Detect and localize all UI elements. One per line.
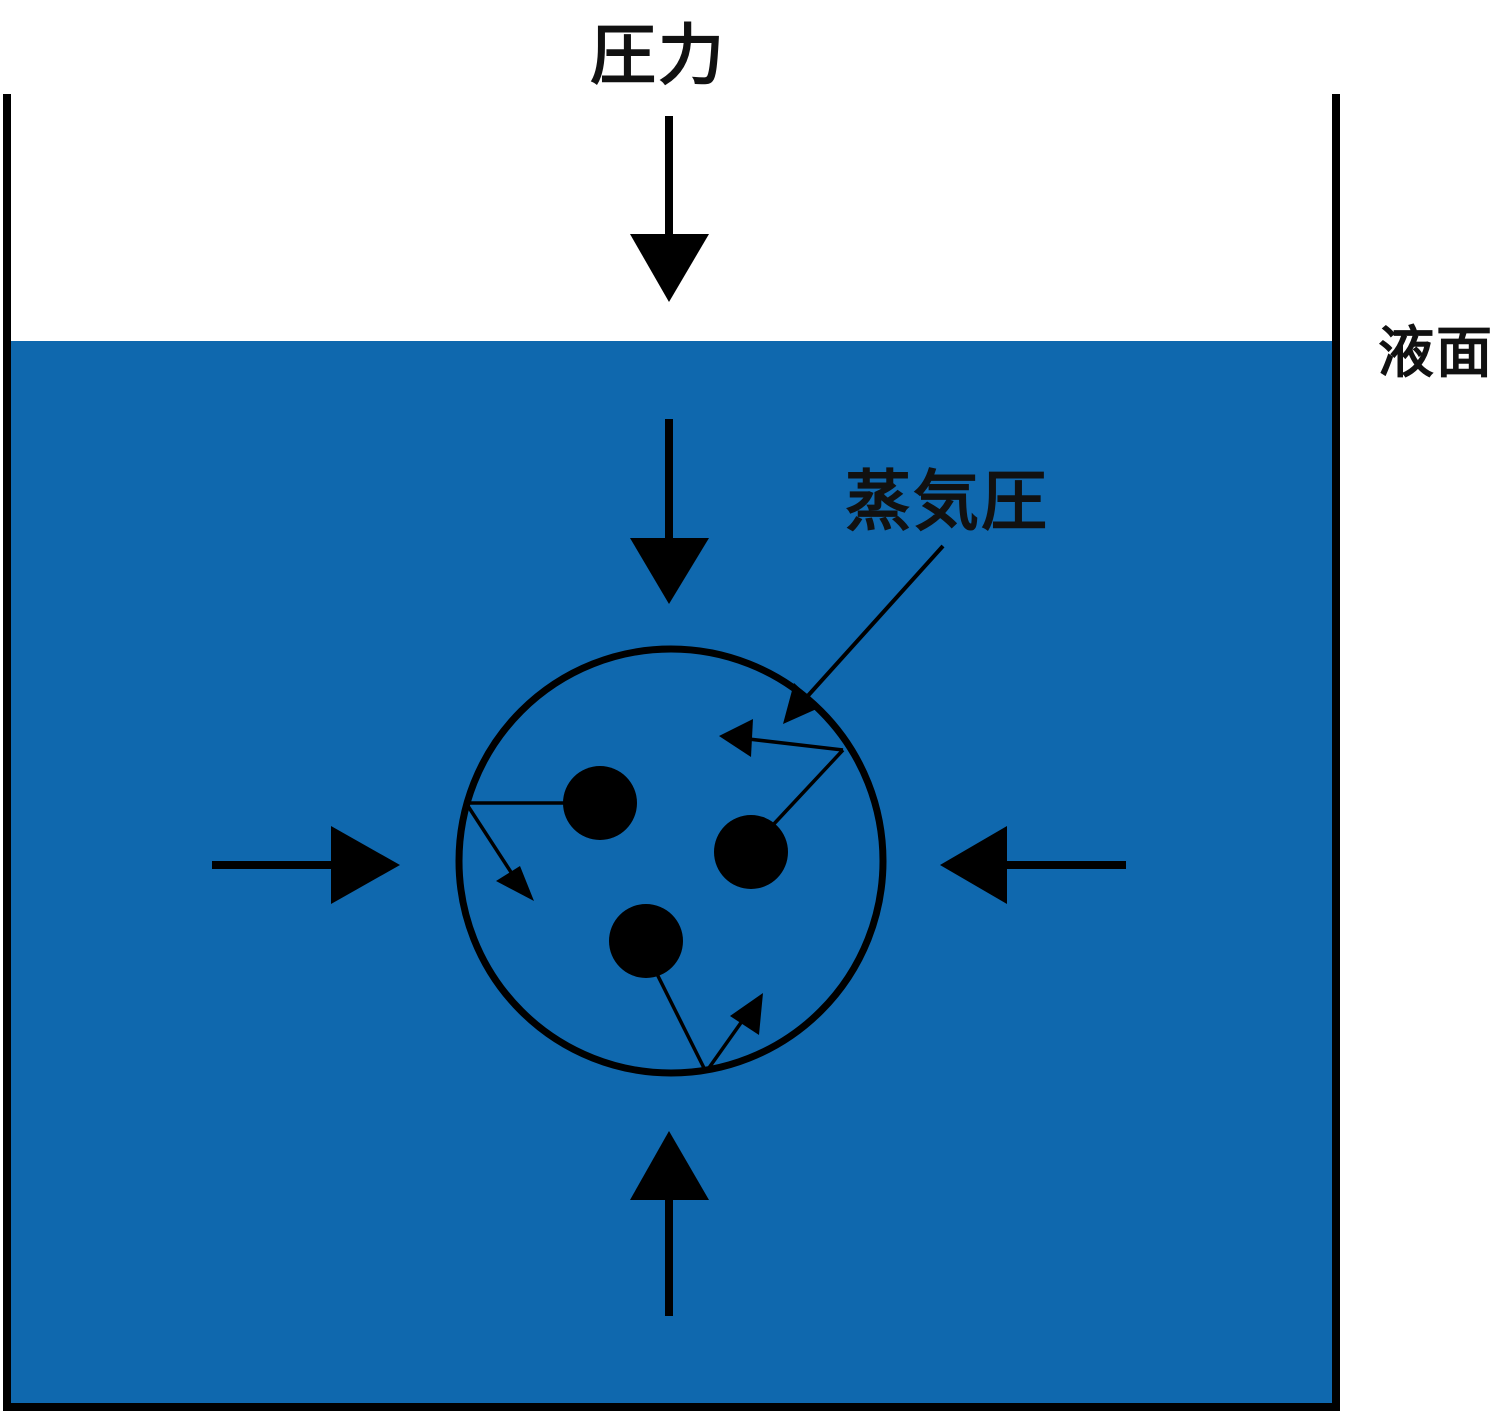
pressure-arrow-up <box>630 1131 709 1316</box>
rebound-arrowhead <box>730 993 763 1035</box>
vapor-molecule <box>563 766 637 840</box>
liquid-surface-label: 液面 <box>1378 321 1494 386</box>
vapor-pressure-label: 蒸気圧 <box>845 463 1049 540</box>
vapor-bubble <box>455 645 887 1077</box>
vapor-molecule <box>714 815 788 889</box>
vapor-pressure-leader <box>783 544 945 724</box>
rebound-arrowhead <box>496 866 534 901</box>
molecule-trajectory <box>739 736 845 828</box>
vapor-molecule <box>609 904 683 978</box>
pressure-arrow-top <box>630 116 709 302</box>
pressure-arrow-right <box>940 826 1126 904</box>
container <box>3 94 1340 1411</box>
pressure-arrow-down <box>630 419 709 604</box>
pressure-arrow-left <box>212 826 400 904</box>
rebound-arrowhead <box>719 719 753 757</box>
pressure-label: 圧力 <box>590 17 726 94</box>
